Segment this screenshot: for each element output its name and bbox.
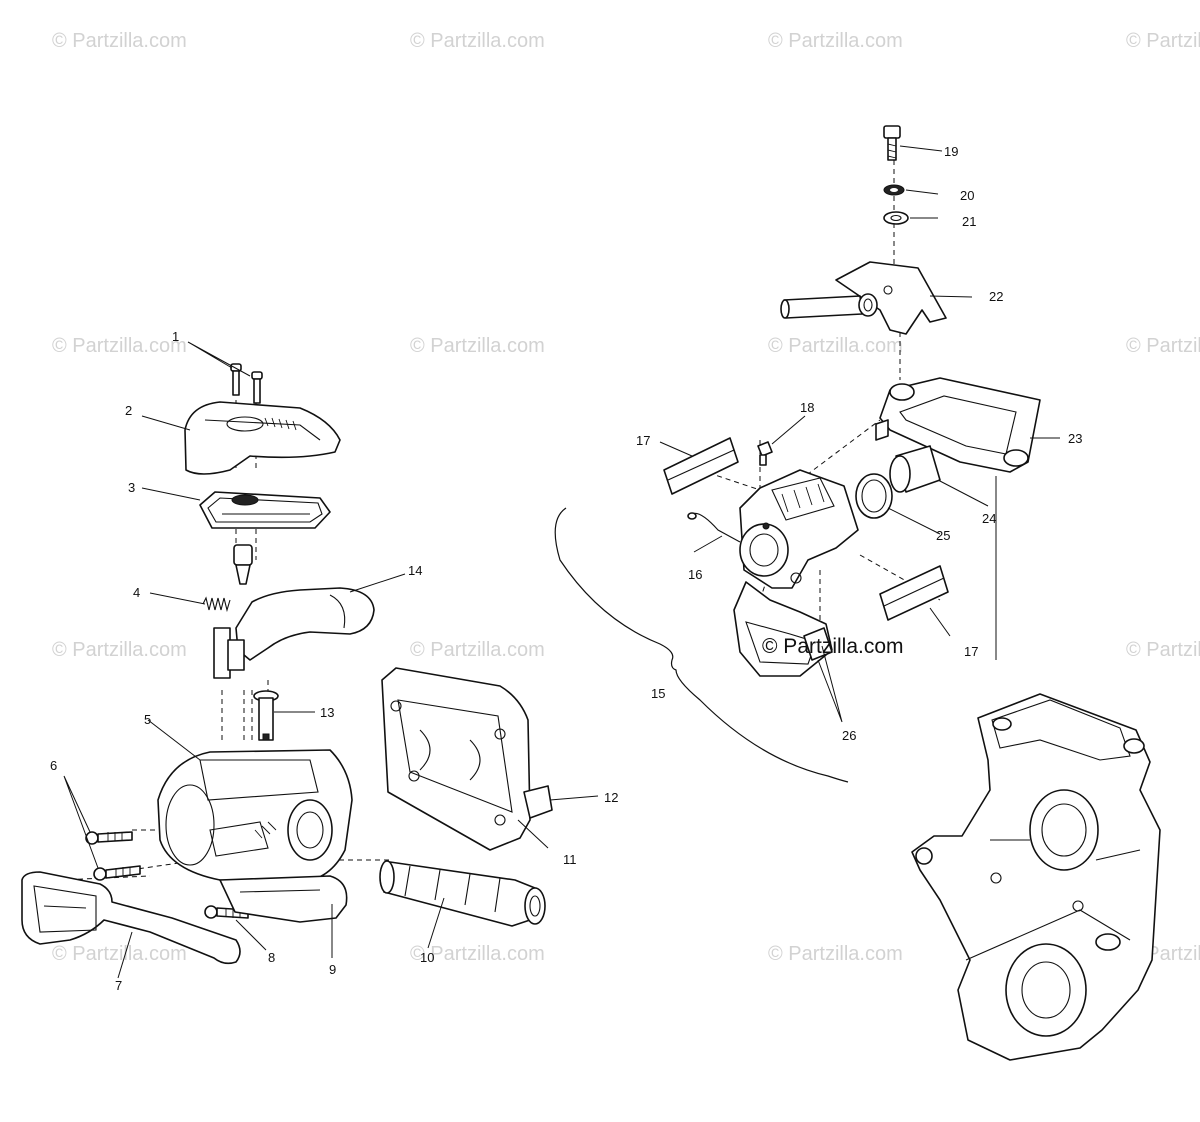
watermark: © Partzilla.com <box>52 639 187 661</box>
part-25-piston <box>855 445 941 519</box>
callout-23: 23 <box>1068 431 1082 446</box>
callout-19: 19 <box>944 144 958 159</box>
part-8-screw <box>204 905 249 919</box>
callout-21: 21 <box>962 214 976 229</box>
watermark: © Partzilla.com <box>52 335 187 357</box>
part-4-spring <box>202 596 231 613</box>
callout-26: 26 <box>842 728 856 743</box>
part-7-brake-lever <box>21 871 241 965</box>
part-3-gasket <box>199 491 331 529</box>
part-bearing-housing <box>911 693 1161 1061</box>
part-caliper-body <box>739 469 859 589</box>
watermark: © Partzilla.com <box>410 30 545 52</box>
main-watermark: © Partzilla.com <box>762 635 904 658</box>
part-26-pads <box>733 581 833 677</box>
callout-6: 6 <box>50 758 57 773</box>
callout-22: 22 <box>989 289 1003 304</box>
part-13-pin <box>253 690 279 741</box>
watermark: © Partzilla.com <box>410 335 545 357</box>
callout-9: 9 <box>329 962 336 977</box>
part-21-washer <box>883 211 909 225</box>
callout-12: 12 <box>604 790 618 805</box>
callout-labels: 1 2 3 4 5 6 7 8 9 10 11 12 13 14 15 16 1… <box>50 144 1082 993</box>
callout-4: 4 <box>133 585 140 600</box>
callout-16: 16 <box>688 567 702 582</box>
part-19-bolt <box>883 125 901 161</box>
callout-14: 14 <box>408 563 422 578</box>
watermark: © Partzilla.com <box>768 335 903 357</box>
part-17-shim-upper <box>663 437 739 495</box>
part-6-screws <box>85 831 141 881</box>
part-piston <box>233 544 253 585</box>
callout-17-lower: 17 <box>964 644 978 659</box>
watermark: © Partzilla.com <box>52 943 187 965</box>
callout-15: 15 <box>651 686 665 701</box>
callout-1: 1 <box>172 329 179 344</box>
watermark: © Partzilla.com <box>410 943 545 965</box>
watermark: © Partzilla.com <box>52 30 187 52</box>
callout-2: 2 <box>125 403 132 418</box>
callout-11: 11 <box>563 852 577 867</box>
callout-5: 5 <box>144 712 151 727</box>
callout-13: 13 <box>320 705 334 720</box>
callout-20: 20 <box>960 188 974 203</box>
part-2-cover <box>184 401 341 475</box>
part-9-clamp <box>219 875 348 923</box>
part-10-sleeve <box>379 860 546 927</box>
callout-18: 18 <box>800 400 814 415</box>
part-17-shim-lower <box>879 565 949 621</box>
watermark: © Partzilla.com <box>768 943 903 965</box>
part-18-bleeder <box>757 441 773 466</box>
part-14-lever-arm <box>235 587 375 661</box>
watermark: © Partzilla.com <box>1126 335 1200 357</box>
part-22-bracket <box>780 261 947 335</box>
part-12-tab <box>523 785 553 819</box>
watermark: © Partzilla.com <box>1126 639 1200 661</box>
right-assembly <box>554 125 1161 1061</box>
part-20-lockwasher <box>883 184 905 196</box>
part-23-frame <box>875 377 1041 473</box>
callout-7: 7 <box>115 978 122 993</box>
part-16-clip <box>687 512 741 543</box>
callout-10: 10 <box>420 950 434 965</box>
part-pivot-bracket <box>213 627 245 679</box>
part-5-body <box>157 749 353 883</box>
callout-25: 25 <box>936 528 950 543</box>
part-1-screws <box>230 363 263 404</box>
part-11-cover <box>381 667 531 851</box>
watermark: © Partzilla.com <box>768 30 903 52</box>
left-assembly <box>21 341 599 979</box>
watermark: © Partzilla.com <box>410 639 545 661</box>
callout-8: 8 <box>268 950 275 965</box>
watermark: © Partzilla.com <box>1126 30 1200 52</box>
callout-17-upper: 17 <box>636 433 650 448</box>
assembly-15-brace <box>554 507 849 783</box>
callout-24: 24 <box>982 511 996 526</box>
callout-3: 3 <box>128 480 135 495</box>
